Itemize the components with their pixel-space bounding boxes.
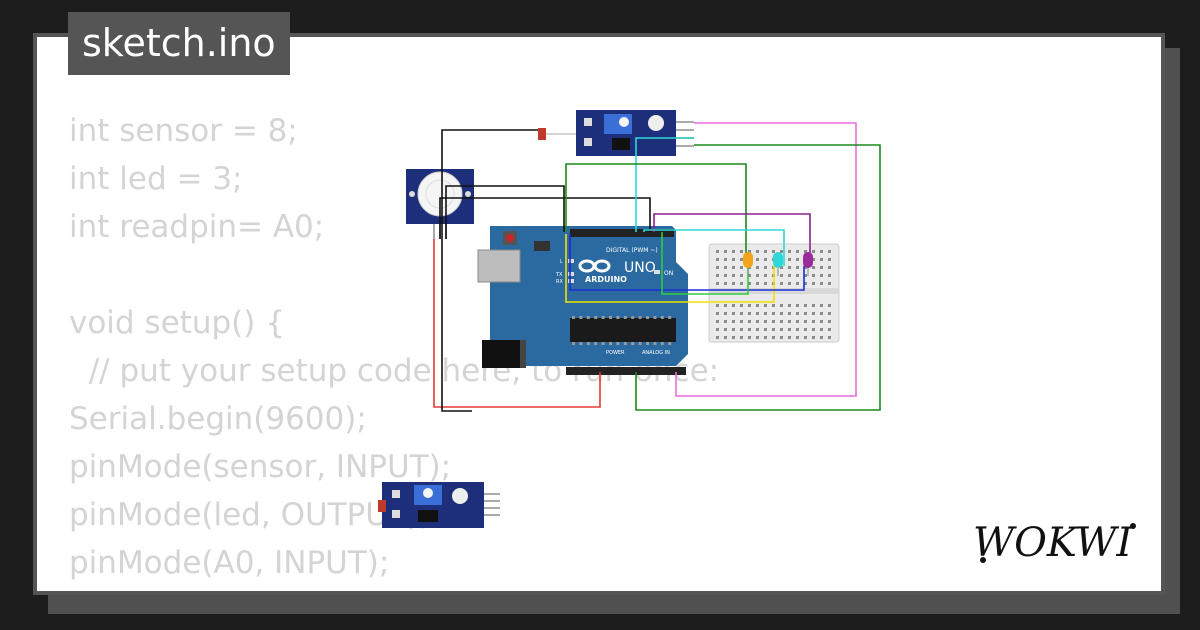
circuit-diagram[interactable]: ARDUINO UNO DIGITAL (PWM ~) POWER ANALOG… — [37, 37, 1165, 595]
arduino-logo-icon — [578, 259, 611, 273]
board-logo-text: ARDUINO — [585, 275, 627, 284]
ldr-sensor-module-bottom[interactable] — [378, 482, 500, 528]
wokwi-logo[interactable]: WOKWI — [973, 516, 1143, 571]
led-orange[interactable] — [743, 252, 753, 276]
code-line: pinMode(A0, INPUT); — [69, 545, 390, 581]
pir-sensor[interactable] — [406, 169, 474, 239]
wokwi-logo-text: WOKWI — [973, 520, 1133, 566]
board-model-text: UNO — [624, 260, 656, 276]
power-header-label: POWER — [606, 350, 625, 356]
code-line: int sensor = 8; — [69, 113, 298, 149]
rx-label: RX — [556, 279, 563, 285]
tx-label: TX — [555, 272, 563, 278]
analog-power-header — [566, 367, 686, 375]
ldr-sensor-module-top[interactable] — [538, 110, 694, 156]
reset-button — [506, 234, 514, 242]
power-jack — [482, 340, 520, 368]
led-purple[interactable] — [803, 252, 813, 276]
wires — [433, 122, 881, 412]
code-line: Serial.begin(9600); — [69, 401, 367, 437]
file-tab[interactable]: sketch.ino — [68, 12, 290, 75]
digital-header — [570, 229, 674, 237]
code-line: int led = 3; — [69, 161, 243, 197]
leds[interactable] — [743, 252, 813, 276]
analog-header-label: ANALOG IN — [642, 350, 670, 356]
atmega-chip — [570, 318, 676, 342]
project-card[interactable]: int sensor = 8; int led = 3; int readpin= … — [33, 33, 1165, 595]
code-line: void setup() { — [69, 305, 285, 341]
l-label: L — [560, 259, 563, 265]
led-cyan[interactable] — [773, 252, 783, 276]
code-line: pinMode(sensor, INPUT); — [69, 449, 452, 485]
code-line: int readpin= A0; — [69, 209, 325, 245]
usb-port — [477, 249, 521, 283]
digital-header-label: DIGITAL (PWM ~) — [606, 247, 658, 254]
on-label: ON — [664, 270, 673, 277]
arduino-uno-board[interactable]: ARDUINO UNO DIGITAL (PWM ~) POWER ANALOG… — [477, 226, 688, 375]
